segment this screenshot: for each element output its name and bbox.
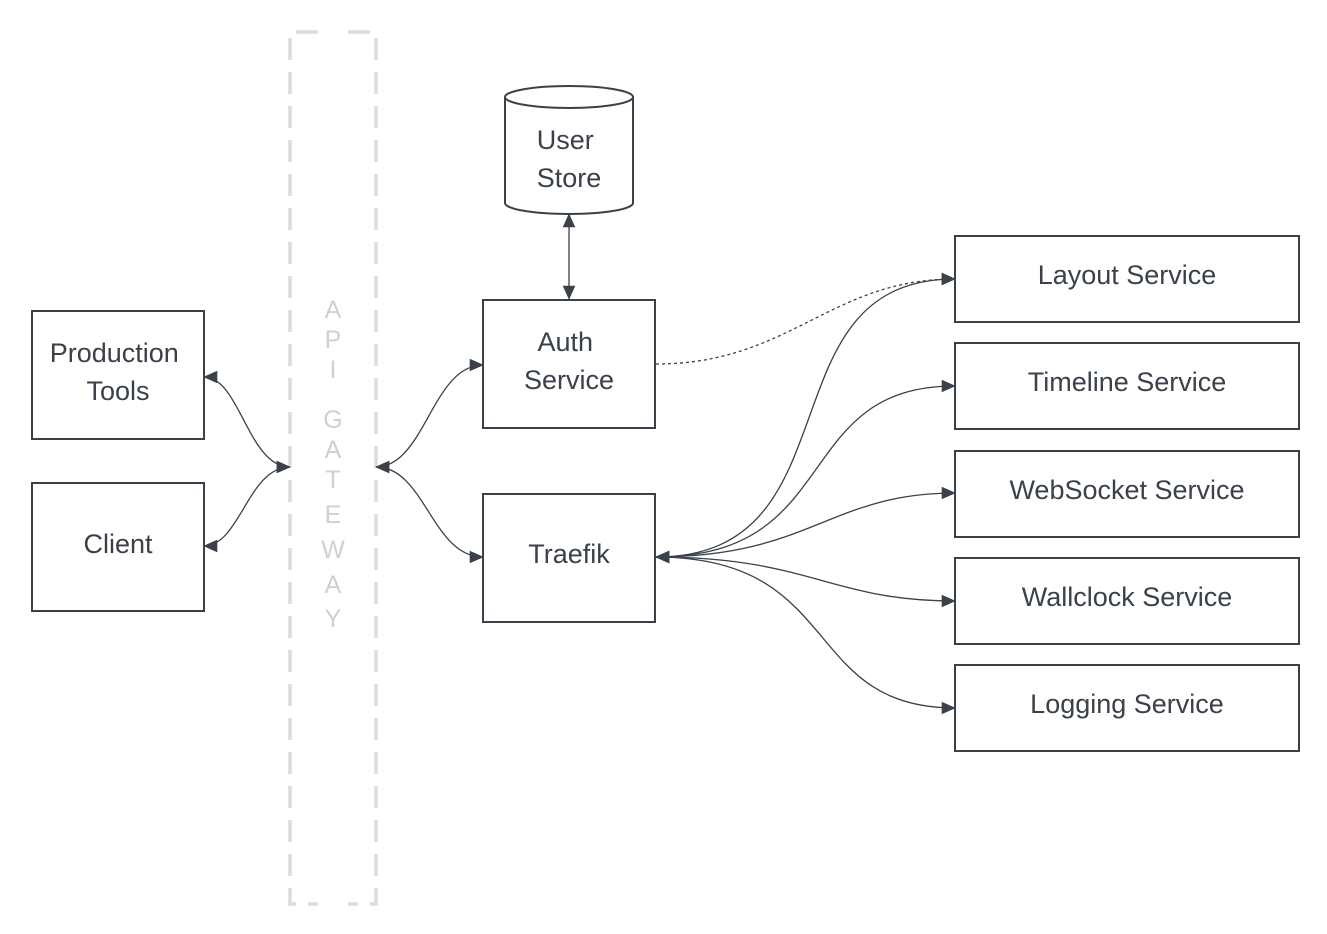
node-traefik-label: Traefik (528, 539, 610, 569)
node-logging-service[interactable]: Logging Service (954, 664, 1300, 752)
node-client[interactable]: Client (31, 482, 205, 612)
node-logging-service-label: Logging Service (1030, 689, 1224, 719)
connectors (203, 213, 956, 715)
gateway-bracket-right (348, 30, 378, 906)
gateway-letter: A (325, 571, 342, 599)
nodes: Production Tools Client User Store Auth … (31, 85, 1300, 752)
gateway-letter: Y (325, 605, 342, 633)
edge-gateway-auth-service (375, 358, 484, 474)
edge-traefik-websocket-service (655, 486, 956, 564)
gateway-letter: E (325, 501, 342, 529)
node-timeline-service[interactable]: Timeline Service (954, 342, 1300, 430)
node-user-store-label: User Store (537, 125, 602, 193)
node-timeline-service-label: Timeline Service (1028, 367, 1227, 397)
node-layout-service-label: Layout Service (1038, 260, 1217, 290)
gateway-letter: G (323, 406, 342, 434)
gateway-bracket-left (288, 30, 318, 906)
edge-traefik-layout-service (655, 272, 956, 564)
node-wallclock-service-label: Wallclock Service (1022, 582, 1233, 612)
node-websocket-service-label: WebSocket Service (1009, 475, 1244, 505)
node-user-store[interactable]: User Store (504, 85, 634, 215)
gateway-letter: I (330, 356, 337, 384)
gateway-letter: A (325, 436, 342, 464)
gateway-letter: A (325, 296, 342, 324)
node-auth-service-label: Auth Service (524, 327, 614, 395)
node-client-label: Client (83, 529, 153, 559)
node-production-tools[interactable]: Production Tools (31, 310, 205, 440)
node-websocket-service[interactable]: WebSocket Service (954, 450, 1300, 538)
node-auth-service[interactable]: Auth Service (482, 299, 656, 429)
gateway-letter: W (321, 536, 345, 564)
node-wallclock-service[interactable]: Wallclock Service (954, 557, 1300, 645)
gateway-letter: P (325, 326, 342, 354)
node-layout-service[interactable]: Layout Service (954, 235, 1300, 323)
edge-traefik-wallclock-service (655, 550, 956, 608)
edge-production-tools-gateway (203, 370, 291, 474)
edge-traefik-logging-service (655, 550, 956, 715)
database-icon (504, 97, 634, 215)
node-traefik[interactable]: Traefik (482, 493, 656, 623)
edge-gateway-traefik (375, 460, 484, 564)
node-production-tools-label: Production Tools (50, 338, 187, 406)
edge-auth-service-layout-service (655, 272, 956, 365)
edge-client-gateway (203, 460, 291, 553)
gateway-letter: T (325, 466, 340, 494)
edge-traefik-timeline-service (655, 379, 956, 564)
